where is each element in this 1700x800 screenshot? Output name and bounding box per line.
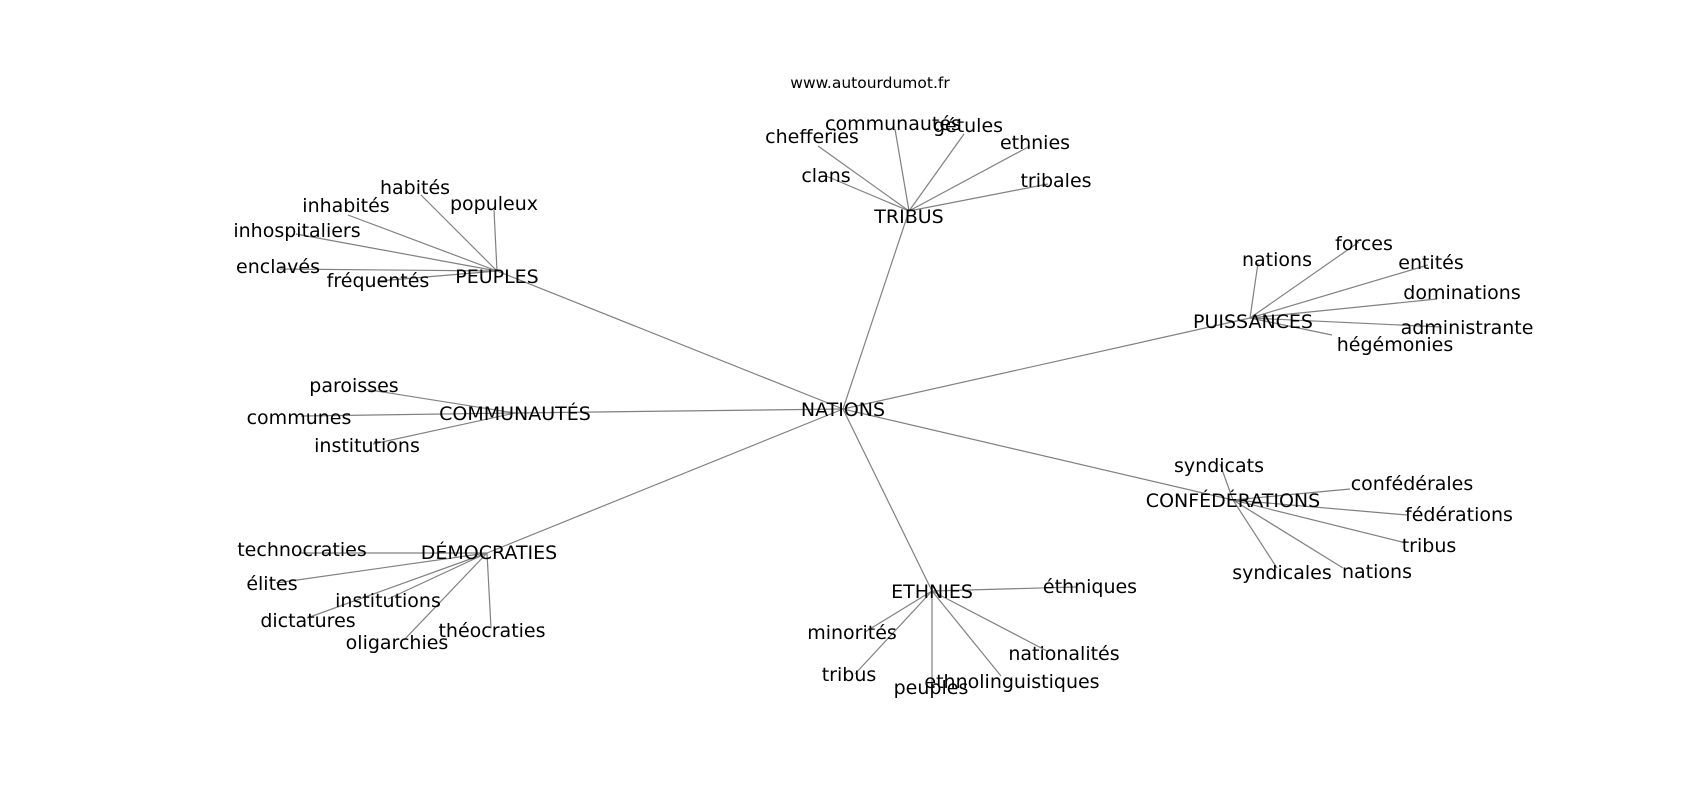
edge-tribus-chefferies: [817, 145, 910, 212]
leaf-node-communes[interactable]: communes: [247, 407, 352, 429]
leaf-node-frequentes[interactable]: fréquentés: [327, 270, 430, 292]
leaf-node-enclaves[interactable]: enclavés: [236, 256, 320, 278]
edge-communautes-communes: [300, 412, 516, 417]
edge-democraties-theocraties: [486, 552, 492, 629]
edge-root-democraties: [486, 408, 844, 554]
edge-tribus-clans: [825, 175, 910, 212]
edge-confederations-confederales: [1232, 488, 1351, 501]
leaf-node-elites[interactable]: élites: [246, 573, 297, 595]
leaf-node-clans[interactable]: clans: [801, 165, 850, 187]
leaf-node-ethnolinguistiques[interactable]: ethnolinguistiques: [924, 671, 1099, 693]
leaf-node-tribales[interactable]: tribales: [1020, 170, 1091, 192]
hub-node-peuples[interactable]: PEUPLES: [455, 266, 538, 288]
edge-tribus-communautes: [894, 128, 910, 212]
edge-democraties-dictatures: [306, 552, 488, 619]
leaf-node-inhabites[interactable]: inhabités: [302, 195, 389, 217]
edge-ethnies-ethniques: [931, 586, 1077, 592]
leaf-node-theocraties[interactable]: théocraties: [438, 620, 545, 642]
leaf-node-tribus[interactable]: tribus: [822, 664, 877, 686]
leaf-node-ethniques[interactable]: éthniques: [1043, 576, 1137, 598]
leaf-node-nations[interactable]: nations: [1342, 561, 1412, 583]
leaf-node-chefferies[interactable]: chefferies: [765, 126, 859, 148]
edge-confederations-tribus: [1232, 499, 1403, 543]
hub-node-puissances[interactable]: PUISSANCES: [1193, 311, 1313, 333]
edge-puissances-administrante: [1249, 317, 1443, 328]
edge-confederations-syndicales: [1232, 499, 1278, 569]
leaf-node-peuples[interactable]: peuples: [894, 677, 969, 699]
leaf-node-institutions[interactable]: institutions: [335, 590, 441, 612]
edge-ethnies-ethnolinguistiques: [931, 590, 1002, 677]
leaf-node-paroisses[interactable]: paroisses: [309, 375, 398, 397]
leaf-node-syndicats[interactable]: syndicats: [1174, 455, 1264, 477]
hub-node-tribus[interactable]: TRIBUS: [873, 206, 943, 228]
edge-democraties-oligarchies: [403, 552, 488, 641]
edge-tribus-getules: [908, 133, 965, 212]
edge-peuples-habites: [420, 194, 498, 272]
hub-node-confederations[interactable]: CONFÉDÉRATIONS: [1146, 489, 1320, 512]
edge-puissances-nations: [1249, 262, 1259, 319]
edge-peuples-enclaves: [279, 268, 498, 272]
labels: NATIONS TRIBUS chefferiescommunautésgétule…: [233, 113, 1533, 699]
edge-peuples-inhabites: [347, 214, 498, 272]
edge-root-confederations: [842, 408, 1234, 501]
leaf-node-communautes[interactable]: communautés: [825, 113, 961, 135]
edge-confederations-syndicats: [1219, 463, 1234, 501]
leaf-node-ethnies[interactable]: ethnies: [1000, 132, 1070, 154]
edge-peuples-inhospitaliers: [295, 233, 498, 272]
leaf-node-administrante[interactable]: administrante: [1401, 317, 1534, 339]
edge-root-puissances: [842, 317, 1251, 410]
edge-tribus-tribales: [908, 183, 1049, 212]
hub-node-ethnies[interactable]: ETHNIES: [891, 581, 973, 603]
hub-node-communautes[interactable]: COMMUNAUTÉS: [439, 402, 591, 425]
edge-ethnies-tribus: [854, 590, 933, 675]
root-node-label[interactable]: NATIONS: [801, 399, 885, 421]
leaf-node-forces[interactable]: forces: [1335, 233, 1393, 255]
edge-democraties-elites: [275, 552, 488, 584]
edge-puissances-hegemonies: [1249, 317, 1333, 336]
edge-root-tribus: [842, 210, 910, 410]
leaf-node-nations[interactable]: nations: [1242, 249, 1312, 271]
edge-confederations-federations: [1232, 499, 1408, 516]
edge-puissances-dominations: [1249, 298, 1438, 319]
leaf-node-nationalites[interactable]: nationalités: [1008, 643, 1119, 665]
edges: [275, 128, 1443, 684]
leaf-node-syndicales[interactable]: syndicales: [1232, 562, 1331, 584]
edge-root-communautes: [514, 408, 844, 414]
leaf-node-tribus[interactable]: tribus: [1402, 535, 1457, 557]
leaf-node-dominations[interactable]: dominations: [1403, 282, 1520, 304]
edge-communautes-institutions: [372, 412, 516, 445]
edge-tribus-ethnies: [908, 145, 1031, 212]
edge-communautes-paroisses: [363, 388, 516, 414]
edge-peuples-frequentes: [377, 270, 498, 282]
leaf-node-getules[interactable]: gétules: [933, 115, 1003, 137]
leaf-node-minorites[interactable]: minorités: [807, 622, 897, 644]
edge-confederations-nations: [1232, 499, 1344, 569]
edge-democraties-institutions: [387, 552, 488, 600]
edge-ethnies-minorites: [864, 590, 933, 633]
leaf-node-dictatures[interactable]: dictatures: [260, 610, 355, 632]
leaf-node-oligarchies[interactable]: oligarchies: [346, 632, 449, 654]
leaf-node-institutions[interactable]: institutions: [314, 435, 420, 457]
leaf-node-habites[interactable]: habités: [380, 177, 450, 199]
edge-peuples-populeux: [493, 209, 498, 272]
hub-node-democraties[interactable]: DÉMOCRATIES: [421, 541, 557, 564]
edge-puissances-entites: [1249, 264, 1429, 319]
leaf-node-populeux[interactable]: populeux: [450, 193, 538, 215]
leaf-node-entites[interactable]: entités: [1398, 252, 1464, 274]
edge-ethnies-nationalites: [931, 590, 1048, 652]
leaf-node-inhospitaliers[interactable]: inhospitaliers: [233, 220, 360, 242]
edge-root-ethnies: [842, 408, 933, 592]
leaf-node-confederales[interactable]: confédérales: [1351, 473, 1474, 495]
watermark: www.autourdumot.fr: [790, 74, 950, 92]
leaf-node-federations[interactable]: fédérations: [1405, 504, 1513, 526]
leaf-node-hegemonies[interactable]: hégémonies: [1337, 334, 1454, 356]
edge-puissances-forces: [1249, 241, 1360, 319]
leaf-node-technocraties[interactable]: technocraties: [237, 539, 367, 561]
edge-root-peuples: [496, 270, 844, 410]
